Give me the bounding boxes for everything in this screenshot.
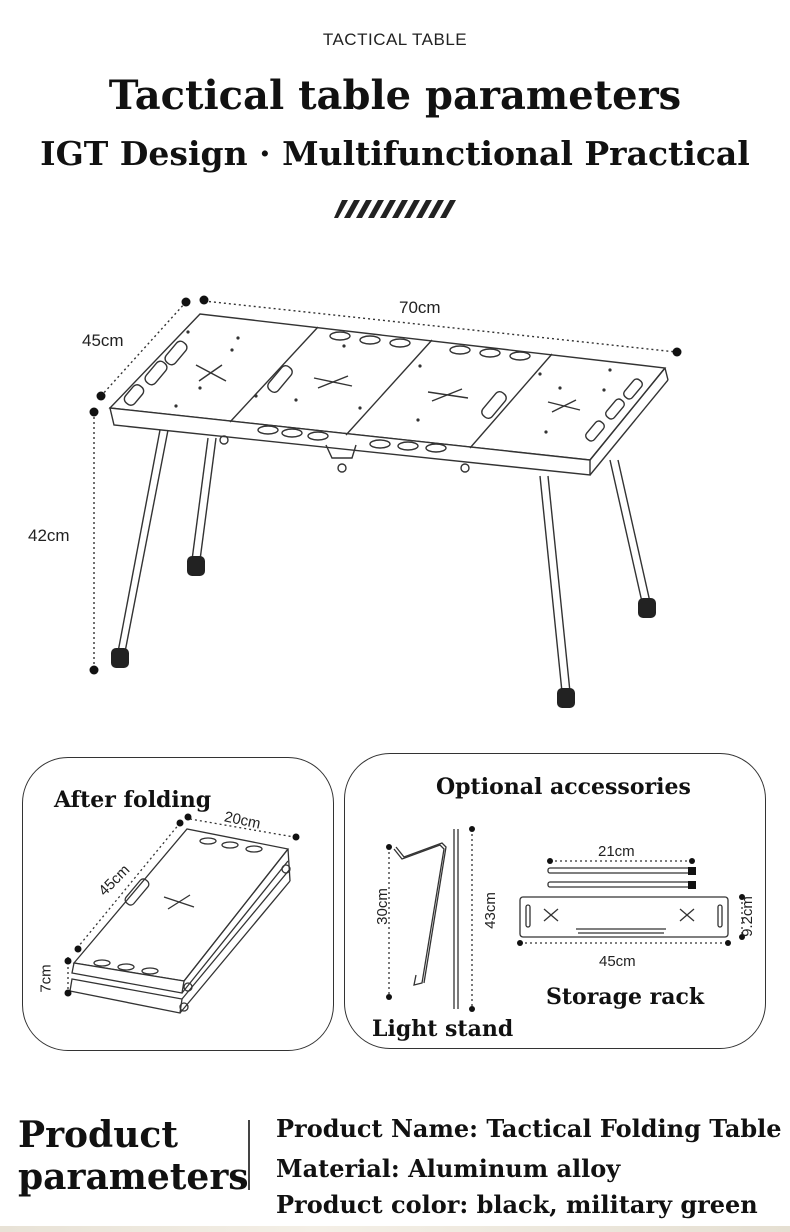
accessories-title: Optional accessories [436,774,691,800]
product-parameters-heading: Product parameters [18,1114,249,1198]
table-diagram [89,295,682,708]
section-kicker: TACTICAL TABLE [322,30,468,49]
bottom-edge-strip [0,1226,790,1232]
width-dimension-line [100,301,187,397]
accessories-panel [344,753,766,1049]
pole-length-label: 43cm [481,892,499,929]
folded-height-label: 7cm [37,964,55,993]
rod-length-label: 21cm [598,843,635,860]
hatch-divider-icon [334,200,456,218]
storage-rack-label: Storage rack [546,984,705,1010]
product-name-line: Product Name: Tactical Folding Table [276,1114,782,1143]
light-stand-height-label: 30cm [373,888,391,925]
heading-line-1: Product [18,1114,178,1156]
accessories-diagram [386,826,745,1012]
rack-width-label: 9.2cm [738,896,756,937]
light-stand-label: Light stand [372,1016,514,1042]
rack-length-label: 45cm [599,953,636,970]
parameters-divider [248,1120,250,1190]
length-label: 70cm [399,298,441,317]
material-line: Material: Aluminum alloy [276,1154,621,1183]
width-label: 45cm [82,331,124,350]
page-title: Tactical table parameters [108,72,682,119]
heading-line-2: parameters [18,1156,249,1198]
length-dimension-line [203,300,677,353]
page-subtitle: IGT Design · Multifunctional Practical [40,134,750,173]
folding-title: After folding [54,787,212,813]
folded-table-diagram [64,813,300,1014]
height-label: 42cm [28,526,70,545]
color-line: Product color: black, military green [276,1190,758,1219]
